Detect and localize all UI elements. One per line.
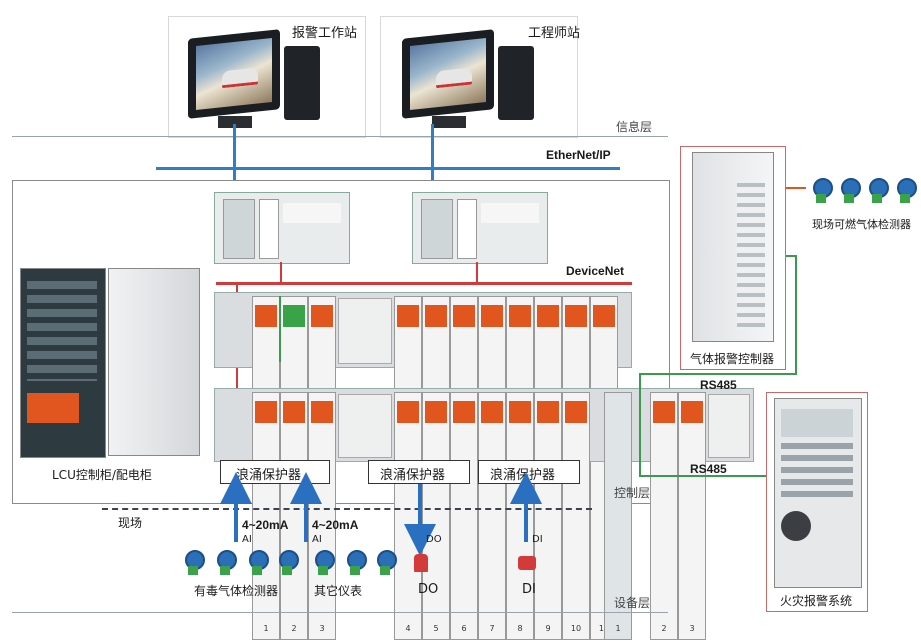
gas-alarm-controller-label: 气体报警控制器 <box>690 352 775 366</box>
engineer-workstation-label: 工程师站 <box>528 26 581 41</box>
toxic-gas-detector-4 <box>276 550 299 576</box>
other-instrument-2 <box>344 550 367 576</box>
devicenet-drop-2 <box>476 262 478 284</box>
toxic-gas-detector-2 <box>214 550 237 576</box>
toxic-gas-detector-label: 有毒气体检测器 <box>194 584 279 598</box>
info-layer-label: 信息层 <box>616 120 653 134</box>
toxic-gas-detector-3 <box>246 550 269 576</box>
ai-2-type: AI <box>312 534 322 545</box>
devicenet-drop-1 <box>280 262 282 284</box>
surge-protector-1-label: 浪涌保护器 <box>236 468 302 483</box>
fire-alarm-system-label: 火灾报警系统 <box>780 594 853 608</box>
surge-protector-2-label: 浪涌保护器 <box>380 468 446 483</box>
rs485-line-fire <box>639 406 772 477</box>
ai-2-range: 4~20mA <box>312 518 359 532</box>
rack2-module-1: 1 <box>252 392 280 640</box>
toxic-gas-detector-1 <box>182 550 205 576</box>
rack2-module-6: 6 <box>450 392 478 640</box>
di-device-label: DI <box>522 582 536 597</box>
info-layer-separator <box>12 136 668 137</box>
alarm-workstation-label: 报警工作站 <box>292 26 358 41</box>
other-instrument-1 <box>312 550 335 576</box>
rack2-module-7: 7 <box>478 392 506 640</box>
surge-protector-2 <box>368 460 470 484</box>
rs485-label-bottom: RS485 <box>690 462 727 476</box>
devicenet-bus-line <box>216 282 632 285</box>
other-instrument-3 <box>374 550 397 576</box>
field-boundary-dashed <box>102 508 592 510</box>
rack2-module-13: 3 <box>678 392 706 640</box>
rack2-module-3: 3 <box>308 392 336 640</box>
rack2-module-5: 5 <box>422 392 450 640</box>
rack2-comm-module <box>708 394 750 458</box>
rack2-adapter <box>338 394 392 458</box>
rack2-module-10: 10 <box>562 392 590 640</box>
lcu-cabinet-label: LCU控制柜/配电柜 <box>52 468 152 482</box>
controller-rack-2 <box>412 192 548 264</box>
control-layer-label: 控制层 <box>614 486 651 500</box>
ethernet-drop-engineer <box>431 124 434 234</box>
device-layer-separator <box>12 612 668 613</box>
fire-alarm-system-cabinet <box>774 398 862 588</box>
rack2-module-9: 9 <box>534 392 562 640</box>
gas-alarm-controller-cabinet <box>692 152 774 342</box>
ethernet-drop-alarm <box>233 124 236 234</box>
rack2-module-4: 4 <box>394 392 422 640</box>
controller-rack-1 <box>214 192 350 264</box>
device-layer-label: 设备层 <box>614 596 651 610</box>
do-signal-type: DO <box>426 534 442 545</box>
ai-1-range: 4~20mA <box>242 518 289 532</box>
do-device-icon <box>414 554 428 572</box>
combustible-gas-detector-label: 现场可燃气体检测器 <box>812 218 911 231</box>
other-instruments-label: 其它仪表 <box>314 584 363 598</box>
lcu-cabinet-open <box>20 268 106 458</box>
lcu-cabinet-closed <box>108 268 200 456</box>
rack1-adapter <box>338 298 392 364</box>
ethernet-label: EtherNet/IP <box>546 148 611 162</box>
combustible-gas-detector-2 <box>838 178 861 204</box>
ethernet-bus-line <box>156 167 620 170</box>
rack2-module-11: 1 <box>604 392 632 640</box>
rack2-module-12: 2 <box>650 392 678 640</box>
do-device-label: DO <box>418 582 439 597</box>
combustible-gas-detector-3 <box>866 178 889 204</box>
rs485-label-top: RS485 <box>700 378 737 392</box>
field-label: 现场 <box>118 516 143 530</box>
ai-1-type: AI <box>242 534 252 545</box>
combustible-gas-detector-1 <box>810 178 833 204</box>
di-signal-type: DI <box>532 534 543 545</box>
rack2-module-8: 8 <box>506 392 534 640</box>
di-device-icon <box>518 556 536 570</box>
devicenet-label: DeviceNet <box>566 264 625 278</box>
combustible-gas-detector-4 <box>894 178 917 204</box>
